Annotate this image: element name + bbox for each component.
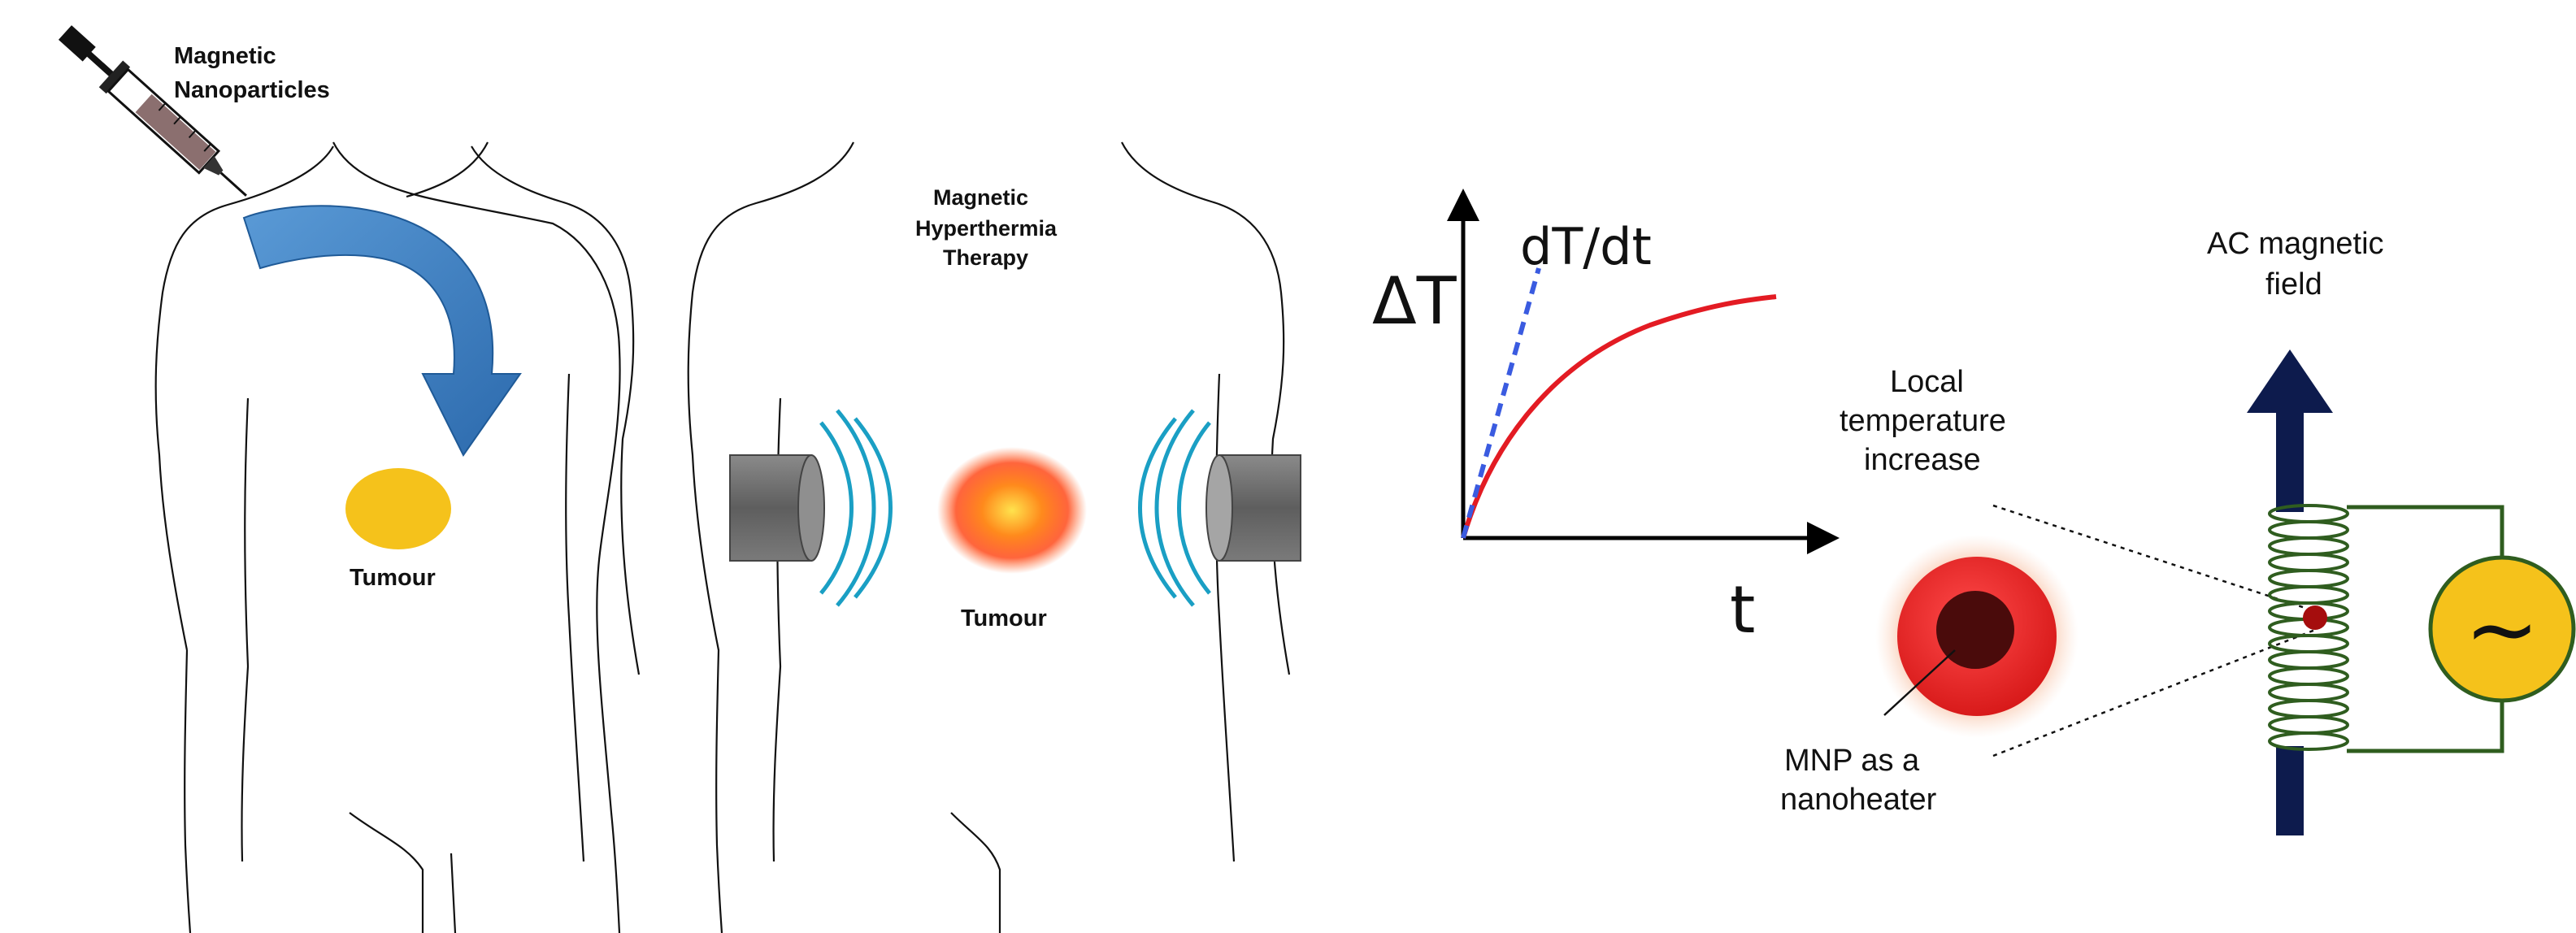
coil-turn bbox=[2268, 520, 2349, 540]
tumour-label-2: Tumour bbox=[961, 605, 1047, 631]
ac-field-line1: AC magnetic bbox=[2207, 227, 2384, 261]
graph-x-label: t bbox=[1730, 572, 1755, 648]
mnp-line1: MNP as a bbox=[1784, 744, 1920, 778]
heating-curve bbox=[1461, 294, 1777, 539]
ac-source-symbol: ~ bbox=[2465, 577, 2539, 681]
body2-crotch bbox=[950, 812, 1001, 933]
ac-field-line2: field bbox=[2265, 267, 2322, 302]
body-torso bbox=[154, 145, 334, 933]
body-right-side bbox=[471, 145, 641, 862]
syringe-icon bbox=[58, 25, 247, 197]
circuit-wires bbox=[2347, 505, 2504, 753]
field-waves-right-icon bbox=[1138, 409, 1211, 607]
coil-turn bbox=[2268, 683, 2349, 702]
field-arrow-bottom bbox=[2276, 746, 2304, 835]
body-outline-left bbox=[332, 141, 621, 933]
therapy-label-line2: Hyperthermia bbox=[915, 216, 1058, 241]
panel-mechanism: ΔT t dT/dt Local temperature increase MN… bbox=[1372, 189, 2576, 835]
tumour-yellow bbox=[345, 468, 451, 549]
coil-turn bbox=[2268, 585, 2349, 605]
slope-label: dT/dt bbox=[1520, 217, 1652, 276]
field-waves-left-icon bbox=[819, 409, 893, 607]
syringe-label-line2: Nanoparticles bbox=[174, 77, 330, 103]
ac-source-icon bbox=[2428, 555, 2576, 703]
coil-turn bbox=[2268, 504, 2349, 523]
magnet-left-icon bbox=[729, 454, 825, 562]
coil-turn bbox=[2268, 536, 2349, 556]
therapy-label-line3: Therapy bbox=[943, 245, 1028, 270]
coil-turn bbox=[2268, 650, 2349, 670]
coil-turn bbox=[2268, 731, 2349, 751]
tumour-hot bbox=[937, 447, 1087, 574]
body-crotch bbox=[349, 812, 424, 933]
coil-turn bbox=[2268, 715, 2349, 735]
zoom-line-bottom bbox=[1992, 628, 2316, 757]
coil-turn bbox=[2268, 553, 2349, 572]
therapy-label-line1: Magnetic bbox=[933, 185, 1028, 210]
local-temp-line2: temperature bbox=[1840, 404, 2006, 438]
coil-turn bbox=[2268, 569, 2349, 588]
zoom-line-top bbox=[1992, 504, 2316, 613]
mnp-in-coil bbox=[2303, 605, 2327, 630]
local-temp-line3: increase bbox=[1864, 443, 1981, 477]
panel-therapy: Magnetic Hyperthermia Therapy Tumour bbox=[687, 141, 1301, 933]
panel-injection: Magnetic Nanoparticles Tumour bbox=[58, 25, 641, 933]
local-temp-line1: Local bbox=[1890, 365, 1964, 399]
solenoid-coil-icon bbox=[2268, 504, 2349, 751]
magnet-right-icon bbox=[1205, 454, 1301, 562]
field-arrow-up-icon bbox=[2247, 349, 2333, 512]
coil-turn bbox=[2268, 634, 2349, 653]
initial-slope-line bbox=[1461, 267, 1541, 539]
syringe-label-line1: Magnetic bbox=[174, 43, 276, 69]
coil-turn bbox=[2268, 699, 2349, 718]
mnp-core bbox=[1936, 591, 2014, 669]
graph-y-label: ΔT bbox=[1372, 263, 1457, 339]
injection-arrow-icon bbox=[242, 205, 522, 457]
mnp-line2: nanoheater bbox=[1780, 783, 1937, 817]
mnp-pointer-line bbox=[1883, 649, 1956, 716]
tumour-label-1: Tumour bbox=[350, 565, 436, 591]
coil-turn bbox=[2268, 666, 2349, 686]
